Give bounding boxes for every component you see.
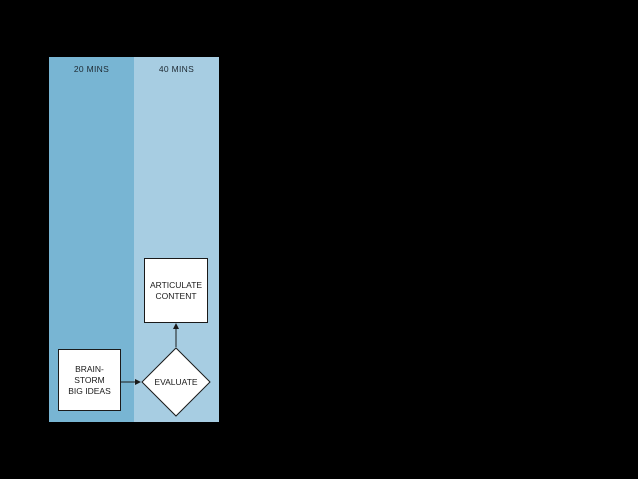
node-brainstorm-big-ideas: BRAIN- STORM BIG IDEAS (58, 349, 121, 411)
diamond-shape (141, 347, 211, 417)
node-articulate-content: ARTICULATE CONTENT (144, 258, 208, 323)
node-evaluate-label: EVALUATE (154, 377, 198, 387)
column-header-20-mins: 20 MINS (73, 64, 110, 74)
node-evaluate: EVALUATE (141, 347, 211, 417)
column-header-40-mins: 40 MINS (158, 64, 195, 74)
